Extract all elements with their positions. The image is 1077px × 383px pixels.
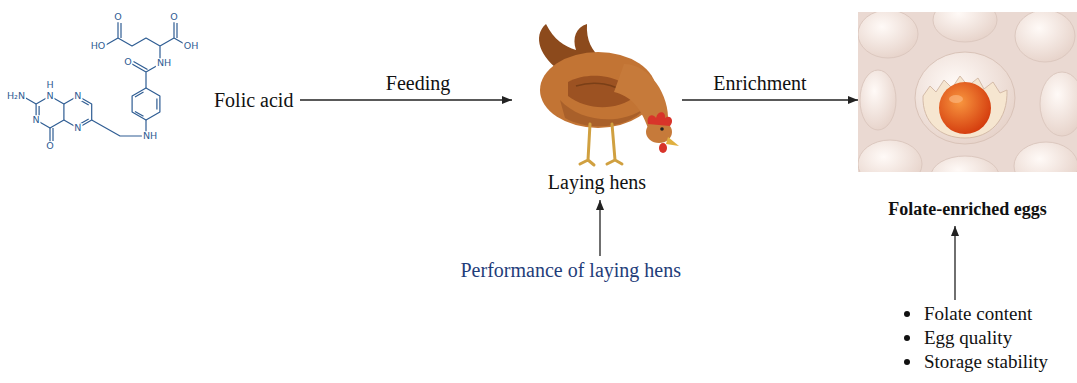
atom-label: O [45,141,54,151]
hen-illustration [648,112,672,126]
list-item-text: Egg quality [924,326,1012,350]
hen-illustration [659,143,667,153]
atom-label: O [169,12,178,22]
bullet-dot [904,335,910,341]
atom-label: O [123,57,132,67]
eggs-photo [858,12,1077,172]
eggs-photo [933,12,997,42]
performance-label: Performance of laying hens [455,256,690,285]
node-label: Laying hens [548,171,646,194]
atom-label: N [73,91,82,101]
molecule-structure [24,22,188,142]
arrow-connector [300,99,512,100]
arrow-connector [599,200,600,256]
eggs-photo [915,52,1015,144]
molecule-structure [92,120,146,136]
eggs-photo [1040,72,1077,136]
eggs-photo [949,95,963,103]
list-item: Storage stability [904,350,1051,374]
eggs-photo [1014,142,1077,172]
atom-label: NH [142,131,158,141]
atom-label: H [45,80,54,90]
list-item: Folate content [904,302,1051,326]
molecule-structure [132,88,160,120]
atom-label: N [32,115,41,125]
eggs-photo [939,82,991,134]
eggs-photo [858,12,1077,172]
molecule-structure [104,22,188,88]
eggs-photo [923,76,1007,138]
eggs-photo [858,140,922,172]
egg-node: Folate-enriched eggs [858,0,1077,226]
atom-label: N [73,123,82,133]
atom-label: NH [156,58,172,68]
node-label: Performance of laying hens [461,259,684,282]
atom-label: N [45,91,54,101]
bullet-dot [904,359,910,365]
edge-label: Enrichment [711,72,808,94]
hen-illustration [660,127,664,131]
arrow-connector [682,99,858,100]
molecule-structure [135,92,157,116]
hen-illustration [539,24,679,165]
eggs-photo [858,12,918,58]
compound-label: Folic acid [210,87,300,114]
molecule-structure [39,100,89,125]
list-item-text: Folate content [924,302,1032,326]
atom-label: HO [90,41,107,51]
hen-node: Laying hens [512,18,682,200]
hen-illustration [666,137,679,146]
arrow-connector [954,226,955,300]
hen-illustration [580,124,622,165]
eggs-photo [860,70,896,130]
node-label: Folate-enriched eggs [888,199,1046,220]
quality-list: Folate contentEgg qualityStorage stabili… [898,300,1057,376]
eggs-photo [1015,12,1075,62]
bullet-dot [904,311,910,317]
list-item-text: Storage stability [924,350,1048,374]
molecule-structure [24,97,53,142]
node-label: Folic acid [214,89,296,112]
atom-label: H₂N [6,91,26,101]
atom-label: O [113,12,122,22]
atom-label: OH [183,41,200,51]
edge-label: Feeding [384,72,452,94]
eggs-photo [931,156,999,172]
list-item: Egg quality [904,326,1051,350]
